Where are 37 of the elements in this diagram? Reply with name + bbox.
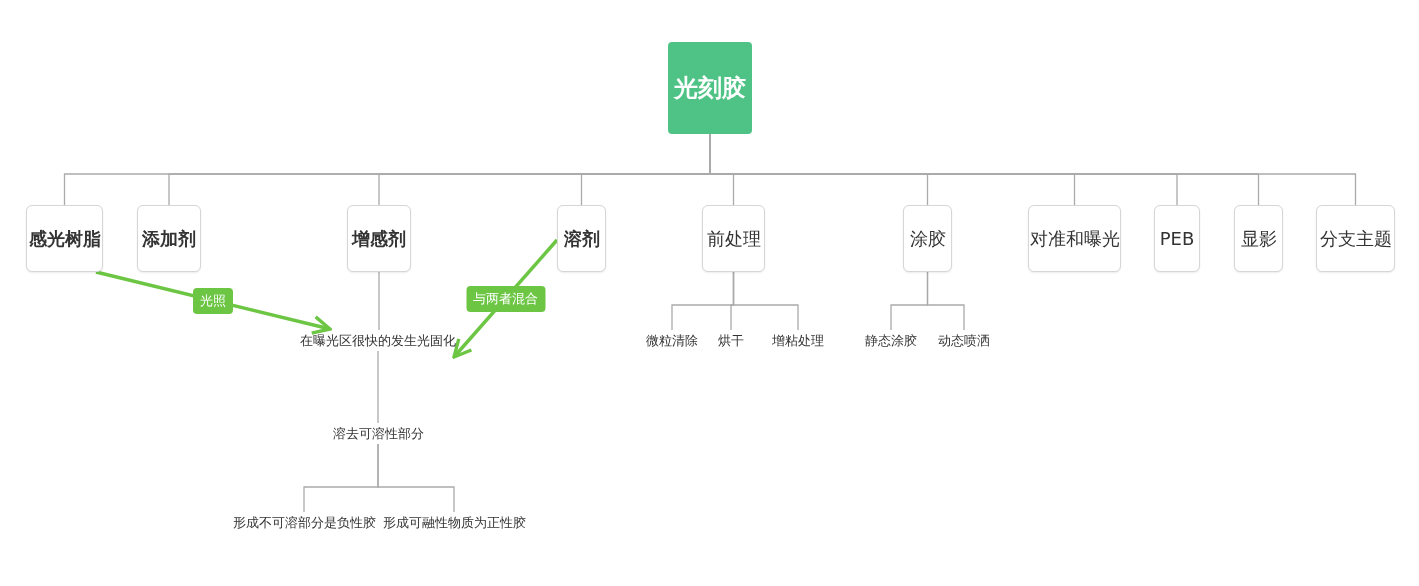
connector-line: [378, 271, 380, 331]
topic-text: 溶剂: [563, 226, 600, 251]
topic-text: 涂胶: [909, 226, 946, 251]
subtopic-text: 形成不可溶部分是负性胶: [233, 512, 375, 533]
topic-text: 显影: [1240, 226, 1277, 251]
subtopic-text: 在曝光区很快的发生光固化: [300, 330, 456, 351]
subtopic-text: 微粒清除: [640, 330, 704, 351]
topic-text: 前处理: [706, 226, 761, 251]
topic-box: [557, 205, 606, 272]
topic-box: [1316, 205, 1395, 272]
connector-line: [377, 443, 455, 513]
topic-text: 对准和曝光: [1029, 226, 1120, 251]
connector-line: [377, 350, 379, 424]
topic-box: [1028, 205, 1121, 272]
topic-box: [1154, 205, 1200, 272]
topic-text: PEB: [1159, 228, 1195, 249]
topic-box: [347, 205, 411, 272]
topic-text: 增感剂: [352, 226, 406, 251]
topic-text: 光刻胶: [674, 73, 746, 104]
central-topic-box: [668, 42, 752, 134]
topic-box: [26, 205, 103, 272]
topic-text: 添加剂: [142, 226, 196, 251]
subtopic-text: 烘干: [712, 330, 750, 351]
topic-box: [903, 205, 952, 272]
topic-box: [702, 205, 765, 272]
subtopic-text: 增粘处理: [767, 330, 829, 351]
subtopic-text: 静态涂胶: [860, 330, 922, 351]
connector-line: [926, 271, 965, 331]
topic-text: 感光树脂: [28, 226, 101, 251]
connector-line: [732, 271, 799, 331]
topic-text: 分支主题: [1319, 226, 1392, 251]
subtopic-text: 溶去可溶性部分: [326, 423, 430, 444]
subtopic-text: 动态喷洒: [933, 330, 995, 351]
topic-box: [137, 205, 201, 272]
topic-box: [1234, 205, 1283, 272]
edge-label: 光照: [193, 287, 233, 314]
edge-label: 与两者混合: [466, 285, 545, 312]
